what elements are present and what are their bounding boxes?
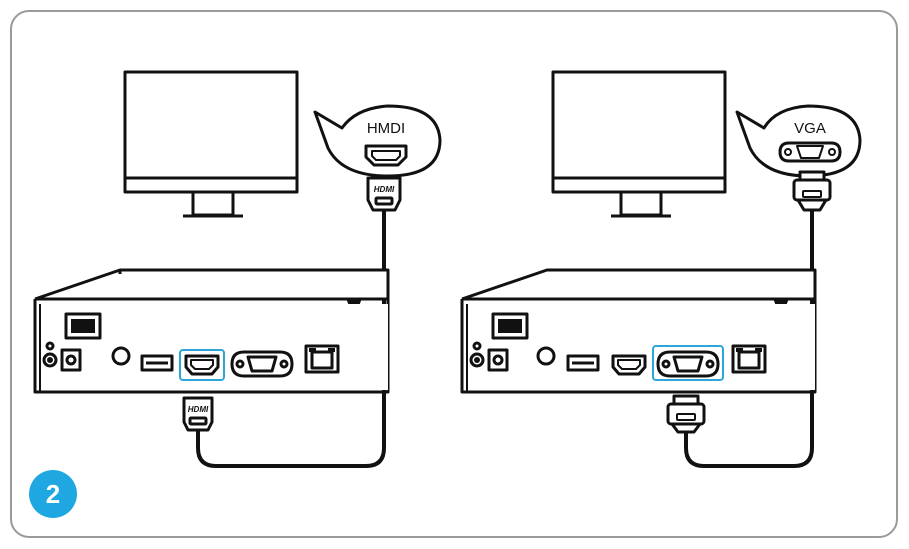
hdmi-port-icon bbox=[364, 144, 408, 167]
usb-port bbox=[566, 354, 600, 372]
round-port bbox=[536, 346, 556, 366]
vga-port-icon bbox=[778, 141, 842, 163]
vga-port bbox=[230, 350, 294, 378]
left-panel: HMDI HDMI bbox=[33, 70, 442, 468]
step-badge: 2 bbox=[29, 470, 77, 518]
hdmi-callout: HMDI bbox=[313, 104, 442, 178]
power-switch bbox=[64, 312, 102, 340]
vga-cable-end-icon bbox=[666, 394, 706, 434]
monitor-icon bbox=[123, 70, 299, 218]
ethernet-port bbox=[731, 344, 767, 374]
callout-label: HMDI bbox=[367, 120, 405, 137]
hdmi-plug-icon: HDMI bbox=[366, 176, 402, 212]
round-port bbox=[111, 346, 131, 366]
hdmi-cable-end-icon: HDMI bbox=[182, 396, 214, 432]
audio-jack bbox=[42, 352, 58, 368]
cable-end-label: HDMI bbox=[188, 405, 209, 414]
monitor-icon bbox=[551, 70, 727, 218]
vga-cable bbox=[684, 210, 814, 468]
hdmi-cable bbox=[196, 210, 386, 468]
right-panel: VGA bbox=[460, 70, 862, 468]
dc-power-port bbox=[487, 348, 509, 372]
vga-port bbox=[656, 350, 720, 378]
hdmi-port bbox=[184, 354, 220, 376]
led-indicator bbox=[472, 341, 482, 351]
dc-power-port bbox=[60, 348, 82, 372]
recorder-box bbox=[460, 268, 817, 394]
audio-jack bbox=[469, 352, 485, 368]
hdmi-port bbox=[611, 354, 647, 376]
vga-port-highlight bbox=[652, 345, 724, 381]
vga-plug-icon bbox=[792, 170, 832, 212]
power-switch bbox=[491, 312, 529, 340]
usb-port bbox=[140, 354, 174, 372]
plug-label: HDMI bbox=[374, 185, 395, 194]
led-indicator bbox=[45, 341, 55, 351]
ethernet-port bbox=[304, 344, 340, 374]
callout-label: VGA bbox=[794, 120, 826, 137]
step-number: 2 bbox=[46, 479, 60, 509]
hdmi-port-highlight bbox=[179, 349, 225, 381]
vga-callout: VGA bbox=[735, 104, 862, 178]
